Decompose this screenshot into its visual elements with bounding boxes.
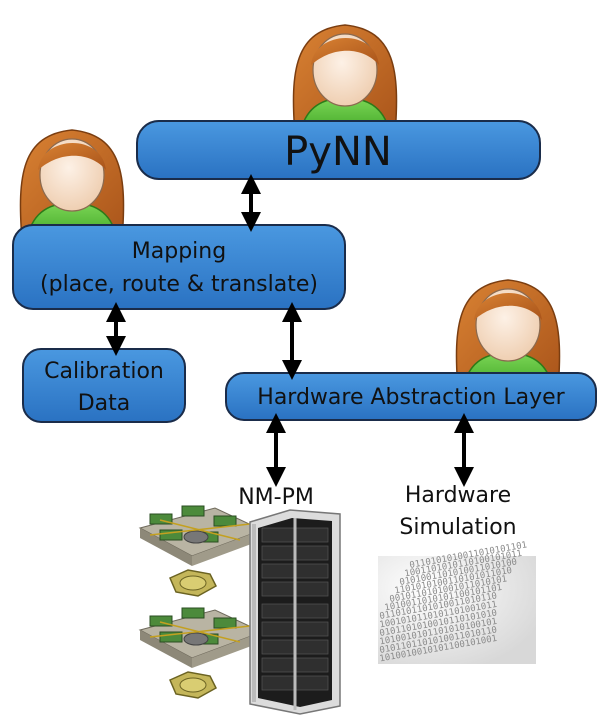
calibration-label-line1: Calibration [44,359,164,384]
pynn-label: PyNN [284,129,392,175]
hwsim-label-line2: Simulation [399,515,516,540]
calibration-label-line2: Data [78,391,131,416]
wafer-chip-lower [169,671,217,699]
user-avatar-pynn [292,24,398,136]
wafer-module-lower [138,607,264,668]
server-rack [249,509,341,715]
nmpm-hardware-image [138,505,341,715]
hal-layer-box: Hardware Abstraction Layer [225,372,597,421]
wafer-chip-upper [169,569,217,597]
mapping-label-line2: (place, route & translate) [40,272,318,297]
user-avatar-mapping [19,129,125,241]
hardware-simulation-image: 0110101010011010101101100110101011010010… [378,540,536,664]
pynn-layer-box: PyNN [136,120,541,180]
calibration-data-box: Calibration Data [22,348,186,423]
nmpm-label: NM-PM [238,485,314,510]
hal-label: Hardware Abstraction Layer [257,385,565,410]
mapping-label-line1: Mapping [132,239,226,264]
mapping-layer-box: Mapping (place, route & translate) [12,224,346,310]
wafer-module-upper [138,505,264,566]
hwsim-label-line1: Hardware [405,483,511,508]
